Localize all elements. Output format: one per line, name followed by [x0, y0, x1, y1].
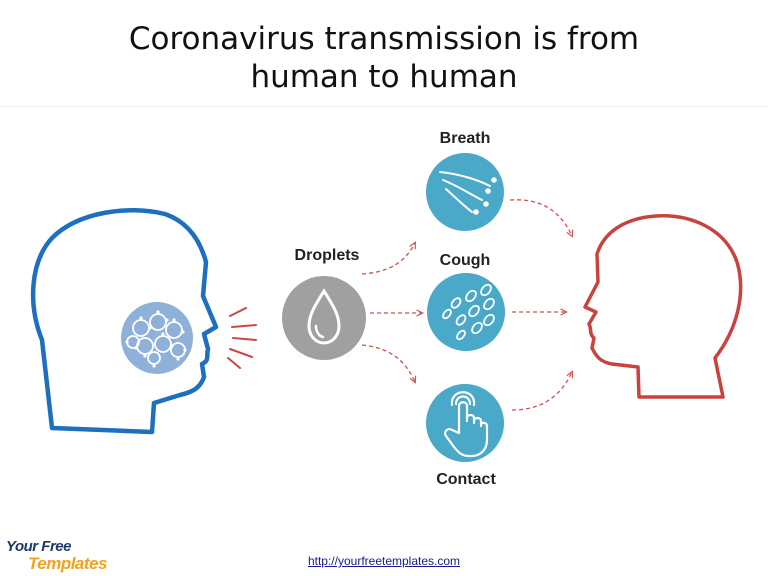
breath-node: Breath [426, 130, 504, 231]
title-line-2: human to human [250, 59, 518, 95]
contact-label: Contact [436, 471, 496, 488]
virus-cluster-icon [121, 302, 193, 374]
arrow-contact-to-person [511, 372, 572, 411]
footer-url-link[interactable]: http://yourfreetemplates.com [307, 554, 461, 568]
cough-node: Cough [427, 252, 505, 351]
title-line-1: Coronavirus transmission is from [128, 21, 640, 57]
logo-line-1: Your Free [6, 538, 71, 555]
healthy-head-icon [583, 214, 743, 399]
spray-particles-icon [442, 283, 495, 341]
cough-label: Cough [440, 252, 491, 269]
airflow-icon [439, 171, 497, 215]
arrow-droplets-to-contact [361, 344, 415, 382]
breath-label: Breath [440, 130, 491, 147]
page-title: Coronavirus transmission is from human t… [0, 20, 768, 96]
arrow-droplets-to-breath [361, 243, 415, 275]
droplets-node: Droplets [282, 247, 366, 360]
exhale-lines-icon [227, 307, 257, 369]
touch-hand-icon [444, 391, 489, 458]
infected-head-icon [30, 208, 219, 435]
logo-line-2: Templates [28, 554, 107, 573]
arrow-breath-to-person [509, 199, 572, 236]
water-drop-icon [307, 288, 341, 345]
brand-logo: Your Free Templates [6, 536, 126, 576]
title-divider [0, 106, 768, 107]
transmission-arrows [361, 199, 572, 411]
droplets-label: Droplets [295, 247, 360, 264]
contact-node: Contact [426, 384, 504, 488]
